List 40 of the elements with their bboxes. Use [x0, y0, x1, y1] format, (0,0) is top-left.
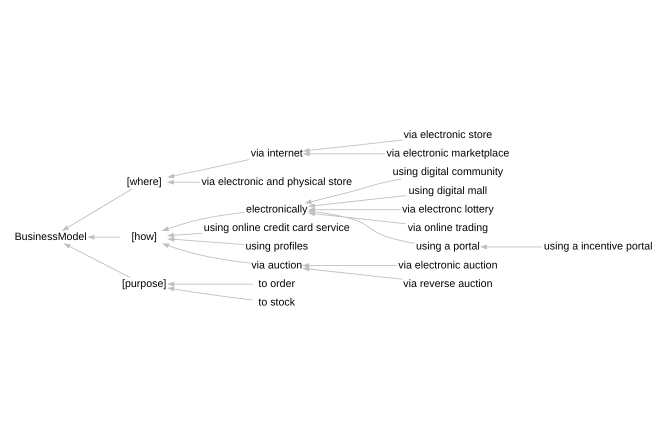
node-text: via auction [251, 258, 302, 271]
node-text: via electronic store [404, 128, 492, 140]
arrow [62, 188, 132, 231]
node-text: via electronic auction [398, 258, 498, 271]
arrow [302, 266, 402, 280]
node-text: using online credit card service [204, 222, 350, 234]
node-text: via electronic and physical store [201, 175, 352, 188]
arrow [162, 212, 245, 230]
node-text: using a portal [416, 240, 480, 252]
arrow [167, 236, 244, 244]
arrow [166, 179, 200, 184]
arrow [162, 242, 250, 263]
arrow [63, 242, 131, 278]
arrow [308, 194, 407, 208]
arrow [167, 158, 250, 178]
node-text: via reverse auction [403, 277, 492, 290]
node-text: via internet [250, 147, 303, 160]
arrow [304, 178, 402, 204]
node-text: to stock [258, 296, 296, 308]
node-text: via electronic marketplace [386, 147, 510, 160]
node-text: electronically [246, 202, 308, 215]
arrow [87, 234, 121, 240]
node-text: via electronc lottery [402, 202, 494, 215]
arrow [166, 232, 202, 238]
node-text: via online trading [408, 222, 488, 234]
node-text: [how] [131, 230, 157, 242]
node-text: using a incentive portal [544, 240, 653, 252]
node-text: BusinessModel [14, 230, 87, 242]
arrow [480, 244, 542, 249]
arrow [302, 139, 403, 152]
arrow [167, 286, 254, 300]
node-text: [purpose] [122, 277, 166, 290]
node-text: [where] [126, 175, 162, 188]
arrow [167, 281, 254, 286]
node-text: using digital community [392, 166, 504, 178]
node-text: using digital mall [408, 184, 488, 196]
node-text: using profiles [245, 240, 308, 252]
arrow [302, 150, 386, 156]
arrow [302, 262, 398, 268]
node-text: to order [258, 277, 296, 290]
